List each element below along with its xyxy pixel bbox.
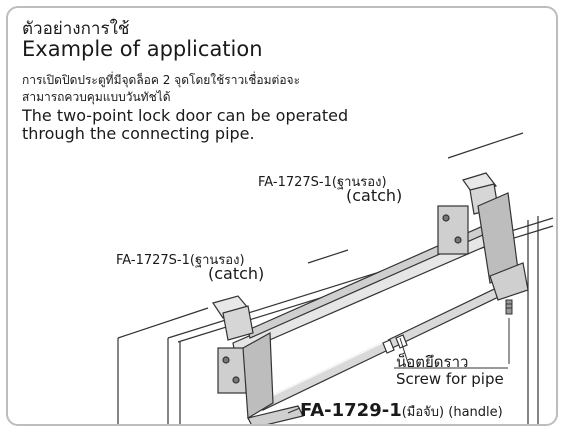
door-handle-illustration [117,132,554,424]
screw-label-en: Screw for pipe [396,370,504,388]
title-thai: ตัวอย่างการใช้ [22,19,130,39]
upper-catch-en-label: (catch) [346,186,403,205]
page-title: Example of application [22,37,263,61]
description-en-line-1: The two-point lock door can be operated [22,106,349,125]
illustration-frame: ตัวอย่างการใช้ Example of application กา… [6,6,558,426]
handle-code: FA-1729-1 [300,400,402,421]
lower-catch-code-label: FA-1727S-1(ฐานรอง) [116,253,245,268]
lower-catch-en-label: (catch) [208,264,265,283]
screw-label-thai: น็อตยึดราว [396,353,469,371]
description-thai-line-1: การเปิดปิดประตูที่มีจุดล็อค 2 จุดโดยใช้ร… [22,73,301,87]
description-en-line-2: through the connecting pipe. [22,124,255,143]
upper-catch-code-label: FA-1727S-1(ฐานรอง) [258,175,387,190]
description-thai-line-2: สามารถควบคุมแบบวันทัชได้ [22,90,171,104]
handle-suffix: (มือจับ) (handle) [401,405,503,420]
handle-label: FA-1729-1(มือจับ) (handle) [300,400,503,422]
